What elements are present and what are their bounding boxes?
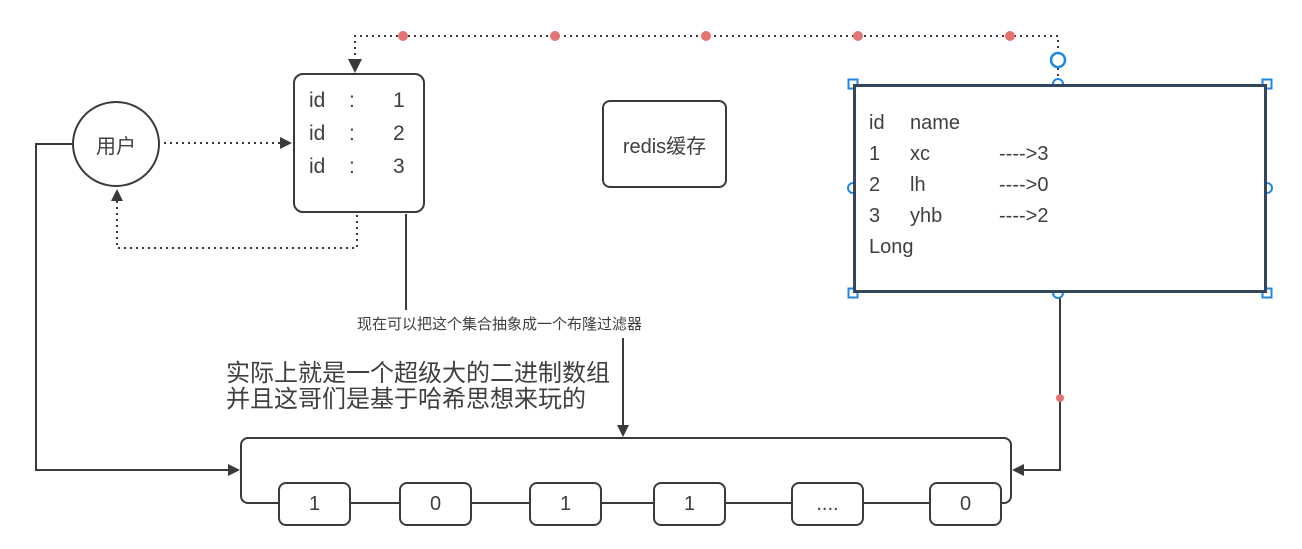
annotation-bloom-filter: 现在可以把这个集合抽象成一个布隆过滤器 (357, 316, 643, 333)
table-footer-label: Long (869, 236, 914, 258)
selection-handle-se[interactable] (1261, 287, 1273, 299)
cell-id: 1 (869, 143, 881, 165)
table-header-row: id name (869, 108, 1264, 139)
id-value: 2 (393, 122, 405, 145)
id-sep: : (349, 122, 355, 145)
cell-id: 3 (869, 205, 881, 227)
cell-map: ---->0 (999, 174, 1049, 196)
user-node-label: 用户 (96, 135, 136, 158)
table-row: 1 xc ---->3 (869, 139, 1264, 170)
cell-name: xc (910, 143, 930, 165)
id-value: 1 (393, 89, 405, 112)
cell-map: ---->2 (999, 205, 1049, 227)
bit-cell[interactable]: 1 (529, 482, 602, 526)
arrowhead-down-icon (617, 425, 629, 437)
cell-name: lh (910, 174, 926, 196)
bit-cell[interactable]: .... (791, 482, 864, 526)
bit-array-node[interactable] (240, 437, 1012, 504)
edge-waypoint-dot[interactable] (398, 31, 408, 41)
id-value: 3 (393, 155, 405, 178)
bit-cell-value: 1 (559, 492, 572, 515)
edge-user-to-idbox[interactable] (164, 137, 292, 149)
edge-waypoint-dot[interactable] (853, 31, 863, 41)
arrowhead-up-icon (111, 189, 123, 201)
bit-cell-value: 0 (429, 492, 442, 515)
edge-waypoint-dot[interactable] (1005, 31, 1015, 41)
id-list-node[interactable]: id : 1 id : 2 id : 3 (293, 73, 425, 213)
table-node-selected[interactable]: id name 1 xc ---->3 2 lh ---->0 3 yhb --… (853, 84, 1267, 293)
cell-id: 2 (869, 174, 881, 196)
bit-cell-value: 0 (959, 492, 972, 515)
bit-cell-value: 1 (308, 492, 321, 515)
id-sep: : (349, 155, 355, 178)
table-footer-row: Long (869, 232, 1264, 263)
cell-name: yhb (910, 205, 943, 227)
annotation-line-1: 实际上就是一个超级大的二进制数组 (226, 360, 610, 387)
edge-waypoint-dot[interactable] (1056, 394, 1064, 402)
redis-cache-node[interactable]: redis缓存 (602, 100, 727, 188)
id-key: id (309, 122, 326, 145)
table-header-name: name (910, 112, 961, 134)
edge-idbox-to-user[interactable] (111, 189, 358, 249)
arrowhead-down-icon (348, 59, 362, 73)
annotation-line-2: 并且这哥们是基于哈希思想来玩的 (226, 386, 586, 413)
id-row: id : 2 (309, 117, 423, 150)
id-row: id : 3 (309, 150, 423, 183)
table-row: 3 yhb ---->2 (869, 201, 1264, 232)
arrowhead-right-icon (280, 137, 292, 149)
cell-map: ---->3 (999, 143, 1049, 165)
id-key: id (309, 155, 326, 178)
bit-cell[interactable]: 1 (653, 482, 726, 526)
id-key: id (309, 89, 326, 112)
edge-waypoint-dot[interactable] (701, 31, 711, 41)
bit-cell-value: 1 (683, 492, 696, 515)
edge-tablebox-to-bitarray[interactable] (1012, 295, 1064, 476)
arrowhead-left-icon (1012, 464, 1024, 476)
arrowhead-right-icon (228, 464, 240, 476)
id-row: id : 1 (309, 84, 423, 117)
id-sep: : (349, 89, 355, 112)
edge-endpoint-handle[interactable] (1049, 51, 1067, 69)
bit-cell[interactable]: 0 (929, 482, 1002, 526)
bit-cell[interactable]: 0 (399, 482, 472, 526)
edge-annotation-to-bitarray[interactable] (617, 338, 629, 437)
table-header-id: id (869, 112, 885, 134)
edge-waypoint-dot[interactable] (550, 31, 560, 41)
edge-user-to-bitarray[interactable] (35, 143, 240, 476)
edge-tablebox-to-idbox[interactable] (348, 31, 1067, 82)
bit-cell-value: .... (816, 492, 839, 515)
bit-cell[interactable]: 1 (278, 482, 351, 526)
user-node[interactable]: 用户 (72, 101, 160, 187)
table-row: 2 lh ---->0 (869, 170, 1264, 201)
annotation-binary-array: 实际上就是一个超级大的二进制数组 并且这哥们是基于哈希思想来玩的 (226, 361, 610, 413)
redis-cache-label: redis缓存 (622, 135, 707, 158)
